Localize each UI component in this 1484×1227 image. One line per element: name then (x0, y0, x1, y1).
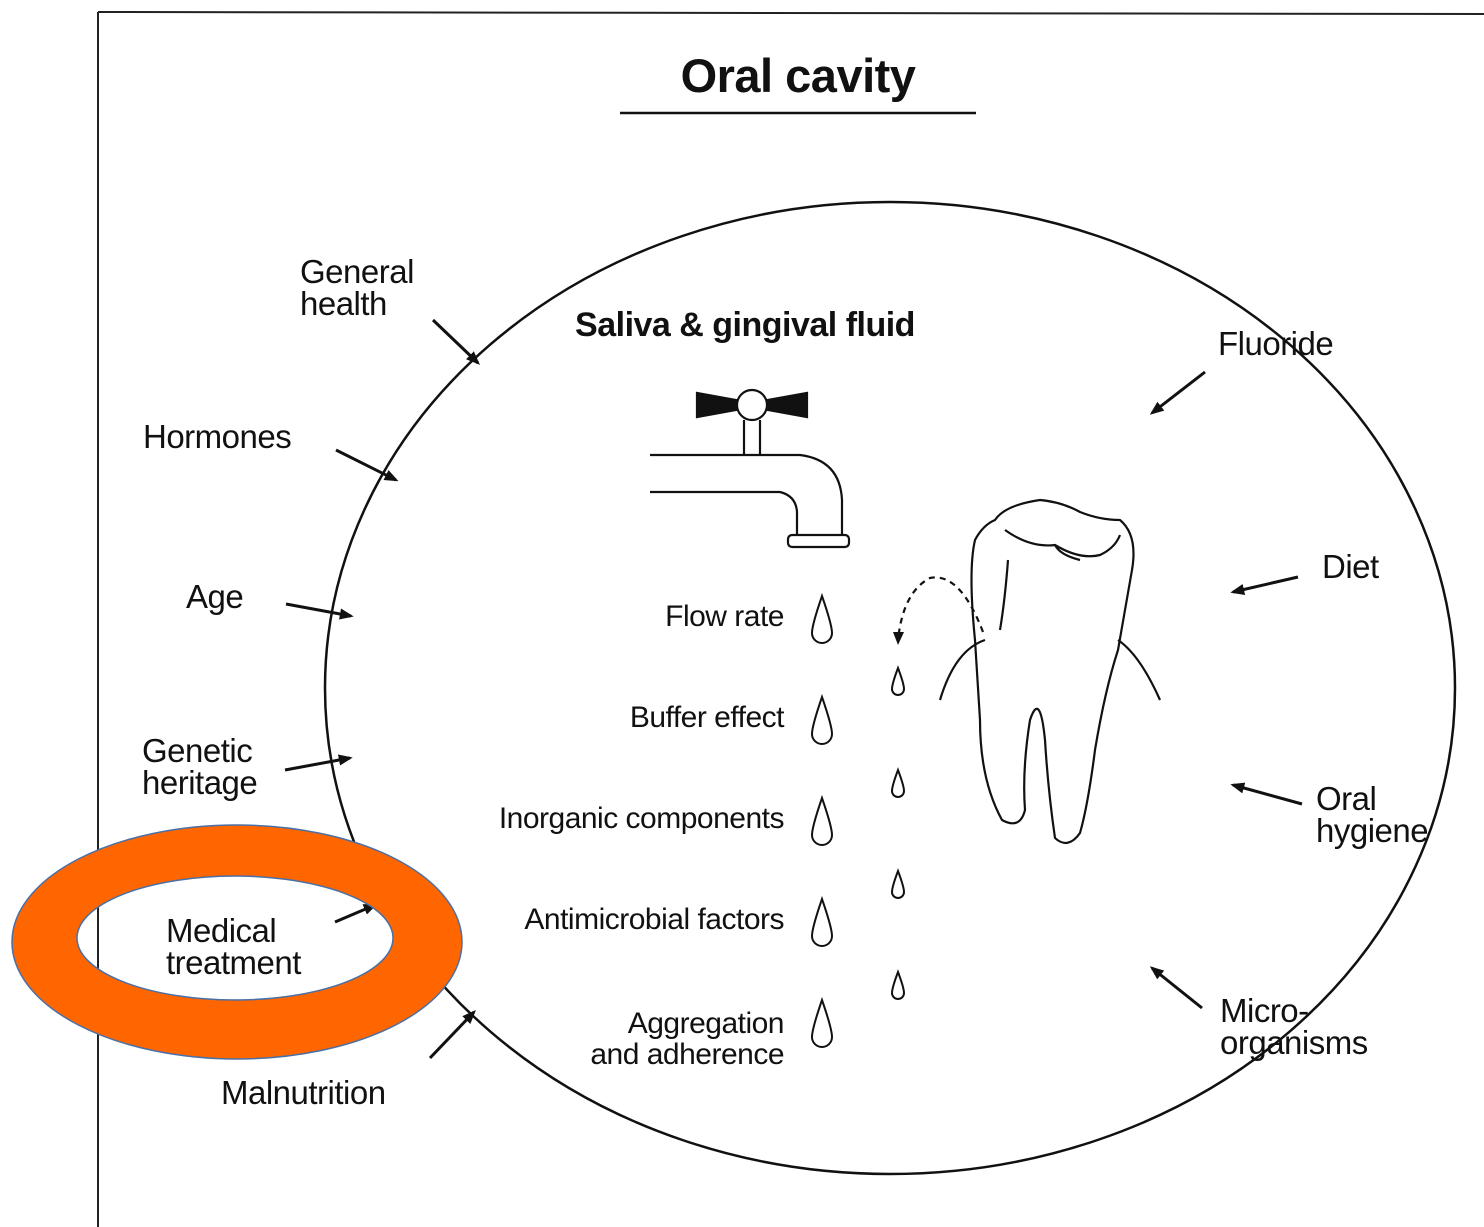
property-inorganic-components: Inorganic components (384, 803, 784, 834)
drop-icon (812, 899, 832, 946)
oral-hygiene-arrow (1233, 785, 1302, 804)
factor-genetic-heritage: Genetic heritage (142, 735, 257, 799)
faucet-icon (650, 390, 849, 547)
property-aggregation-adherence: Aggregation and adherence (384, 1008, 784, 1070)
microorganisms-arrow (1152, 968, 1202, 1008)
center-title: Saliva & gingival fluid (520, 306, 970, 345)
factor-oral-hygiene: Oral hygiene (1316, 783, 1428, 847)
drop-icon (892, 972, 904, 999)
diet-arrow (1233, 577, 1298, 592)
drop-icon (812, 596, 832, 643)
factor-diet: Diet (1322, 551, 1379, 583)
drop-icon (892, 871, 904, 898)
property-drops (812, 596, 832, 1047)
factor-malnutrition: Malnutrition (221, 1077, 386, 1109)
property-flow-rate: Flow rate (384, 601, 784, 632)
factor-microorganisms: Micro- organisms (1220, 995, 1368, 1059)
drop-icon (812, 1000, 832, 1047)
drop-icon (812, 798, 832, 845)
general-health-arrow (433, 320, 478, 363)
diagram-title: Oral cavity (620, 48, 976, 103)
small-drops (892, 668, 904, 999)
factor-medical-treatment: Medical treatment (166, 915, 301, 979)
factor-age: Age (186, 581, 243, 613)
medical-treatment-arrow (335, 905, 375, 922)
factor-hormones: Hormones (143, 421, 291, 453)
tooth-icon (893, 500, 1160, 843)
age-arrow (286, 604, 351, 616)
factor-fluoride: Fluoride (1218, 328, 1333, 360)
property-antimicrobial-factors: Antimicrobial factors (384, 904, 784, 935)
factor-general-health: General health (300, 256, 414, 320)
drop-icon (892, 770, 904, 797)
genetic-heritage-arrow (285, 758, 350, 770)
property-buffer-effect: Buffer effect (384, 702, 784, 733)
drop-icon (812, 697, 832, 744)
drop-icon (892, 668, 904, 695)
fluoride-arrow (1152, 372, 1205, 413)
